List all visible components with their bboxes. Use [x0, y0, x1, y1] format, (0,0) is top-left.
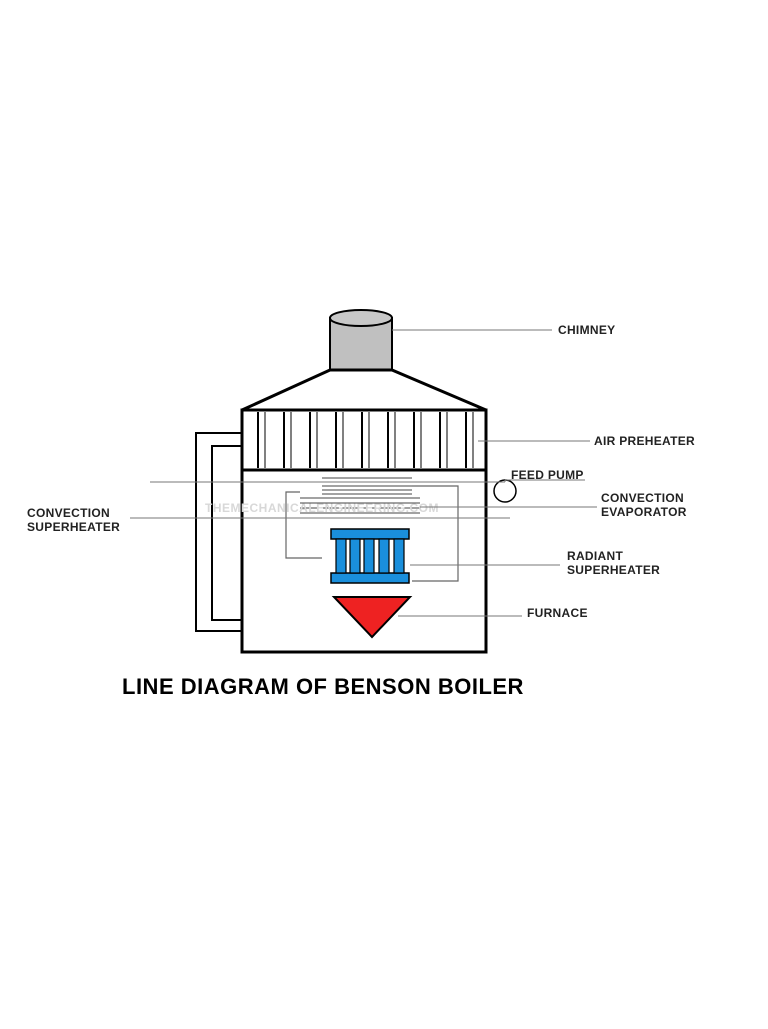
- label-feed-pump: FEED PUMP: [511, 468, 584, 482]
- return-pipe: [195, 432, 242, 632]
- label-air-preheater: AIR PREHEATER: [594, 434, 695, 448]
- chimney-top: [329, 309, 393, 327]
- diagram-title: LINE DIAGRAM OF BENSON BOILER: [122, 674, 524, 699]
- label-radiant-superheater-line2: SUPERHEATER: [567, 563, 660, 577]
- evaporator-outer-loop: [412, 485, 459, 582]
- label-convection-evaporator-line1: CONVECTION: [601, 491, 684, 505]
- watermark: THEMECHANICALENGINEERING.COM: [205, 501, 439, 515]
- furnace-flame: [331, 596, 413, 639]
- boiler-roof: [241, 368, 487, 412]
- label-convection-superheater-line2: SUPERHEATER: [27, 520, 120, 534]
- label-chimney: CHIMNEY: [558, 323, 615, 337]
- label-radiant-superheater-line1: RADIANT: [567, 549, 623, 563]
- leader-lines: [130, 329, 597, 617]
- radiant-superheater: [330, 528, 410, 584]
- feed-pump-circle: [493, 479, 517, 503]
- label-convection-evaporator-line2: EVAPORATOR: [601, 505, 687, 519]
- air-preheater-tubes: [257, 412, 474, 468]
- label-furnace: FURNACE: [527, 606, 588, 620]
- superheater-inner-loop: [285, 491, 322, 559]
- label-convection-superheater-line1: CONVECTION: [27, 506, 110, 520]
- chimney: [329, 309, 393, 371]
